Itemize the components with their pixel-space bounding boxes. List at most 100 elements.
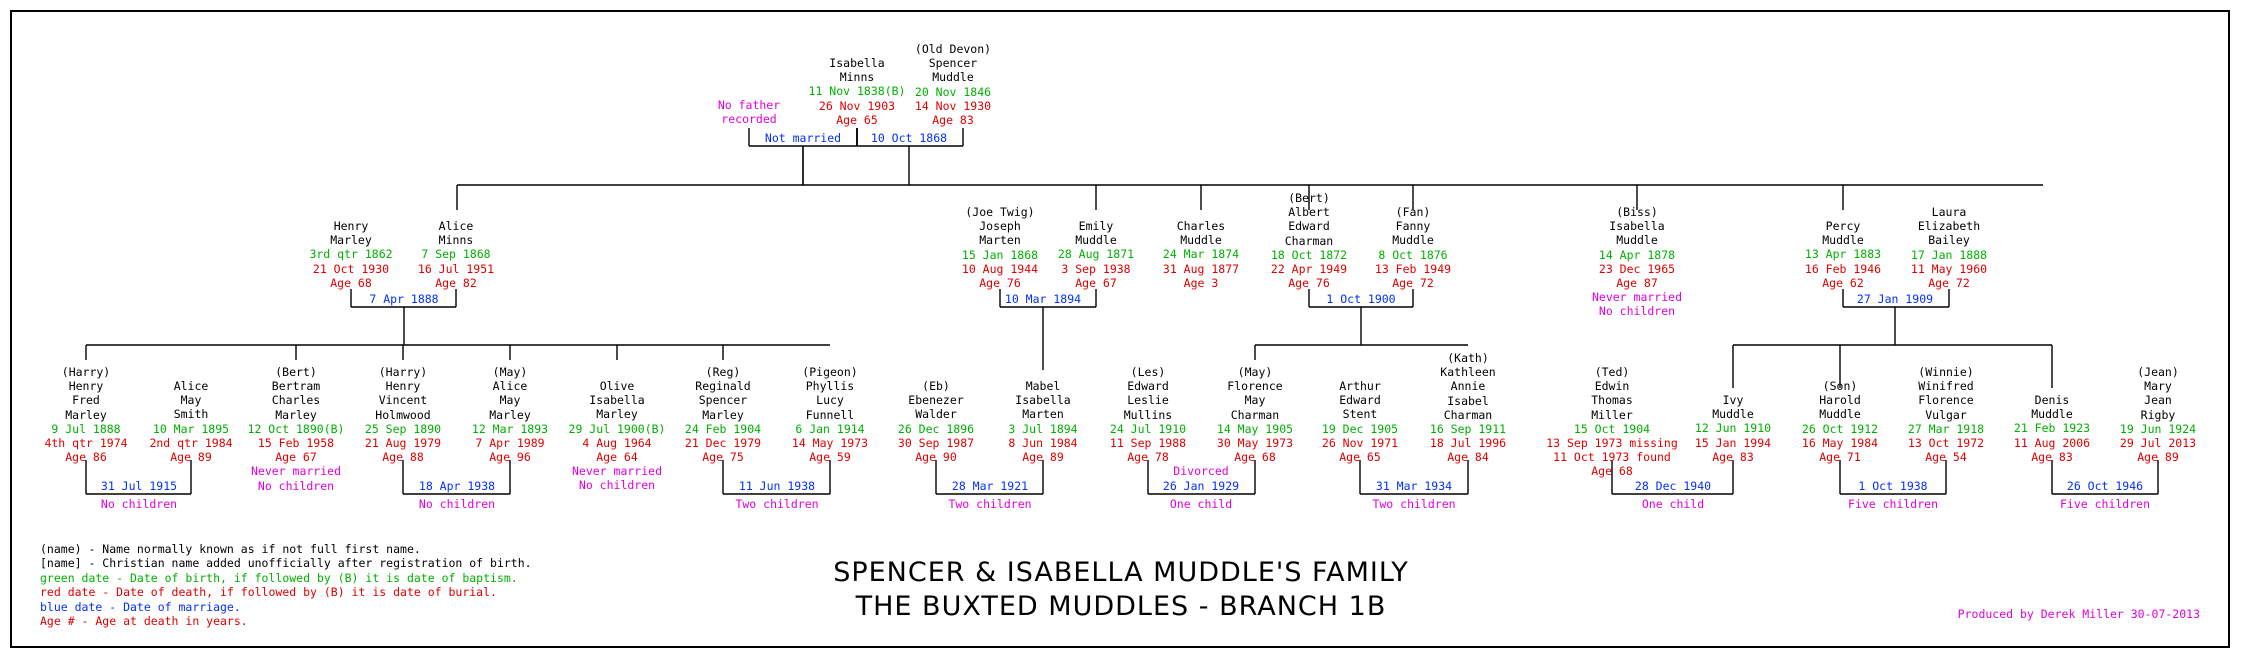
marriage-date: 18 Apr 1938 (418, 479, 496, 493)
person-name: Leslie (1127, 393, 1169, 408)
family-note-line: Two children (1372, 497, 1456, 511)
person-name: Olive (599, 379, 635, 393)
person-name: Marley (275, 407, 317, 422)
legend-item: green date - Date of birth, if followed … (40, 570, 518, 585)
death-date: 30 Sep 1987 (897, 435, 975, 450)
age-at-death: Age 76 (979, 276, 1021, 291)
family-note-line: No children (100, 497, 178, 511)
person-name: Muddle (1819, 407, 1861, 422)
person-name: (Pigeon) (802, 365, 858, 379)
age-at-death: Age 68 (330, 275, 372, 290)
legend-item: red date - Date of death, if followed by… (40, 585, 497, 600)
person-name: Emily (1078, 219, 1114, 233)
family-note-line: Five children (2059, 497, 2151, 511)
person-name: Florence (1918, 393, 1974, 408)
person-name: Harold (1819, 393, 1861, 408)
chart-border (10, 10, 2230, 648)
person-name: Muddle (2031, 407, 2073, 422)
death-date: 3 Sep 1938 (1061, 261, 1131, 276)
marriage-date: 1 Oct 1938 (1858, 479, 1928, 493)
legend-item: blue date - Date of marriage. (40, 599, 241, 614)
person-name: Smith (173, 407, 209, 422)
birth-date: 19 Dec 1905 (1321, 421, 1399, 436)
marriage-date: Not married (764, 131, 842, 145)
person-name: Muddle (1616, 233, 1658, 248)
person-name: Charman (1230, 407, 1280, 422)
person-name: Florence (1227, 379, 1283, 394)
marriage-date: 28 Mar 1921 (951, 479, 1029, 493)
person-name: (Harry) (378, 365, 428, 379)
birth-date: 3 Jul 1894 (1008, 421, 1078, 436)
death-date: 21 Aug 1979 (364, 436, 442, 451)
family-note-line: Five children (1847, 497, 1939, 511)
person-name: (Bert) (1288, 191, 1330, 205)
person-name: Edwin (1594, 379, 1630, 394)
birth-date: 21 Feb 1923 (2013, 421, 2091, 436)
person-name: Edward (1339, 393, 1381, 408)
person-name: Joseph (979, 219, 1021, 234)
person-note: Never married (250, 464, 341, 479)
death-date: 8 Jun 1984 (1008, 435, 1078, 450)
birth-date: 12 Jun 1910 (1694, 421, 1772, 436)
birth-date: 13 Apr 1883 (1804, 247, 1882, 262)
birth-date: 8 Oct 1876 (1378, 247, 1448, 262)
family-note-line: No children (418, 497, 496, 511)
age-at-death: Age 84 (1447, 450, 1489, 465)
family-note: Five children (1848, 497, 1938, 511)
age-at-death: Age 83 (932, 113, 974, 128)
person-name: Charman (1284, 233, 1334, 248)
person-name: Henry (385, 379, 421, 394)
person-name: Alice (173, 379, 209, 393)
birth-date: 14 Apr 1878 (1598, 247, 1676, 262)
age-at-death: Age 90 (915, 450, 957, 465)
birth-date: 12 Oct 1890(B) (247, 421, 345, 436)
age-at-death: Age 83 (1712, 449, 1754, 464)
person-name: Marley (702, 407, 744, 422)
person-name: Reginald (695, 379, 751, 394)
person-name: May (180, 393, 202, 408)
family-note: Two children (735, 497, 818, 511)
age-at-death: Age 68 (1234, 450, 1276, 465)
birth-date: 11 Nov 1838(B) (808, 84, 906, 99)
person-name: Denis (2034, 393, 2070, 407)
birth-date: 29 Jul 1900(B) (568, 421, 666, 436)
person-name: (Reg) (705, 365, 741, 379)
person-name: (Joe Twig) (965, 205, 1035, 219)
person-name: Rigby (2140, 407, 2176, 422)
person-name: Muddle (1822, 233, 1864, 248)
person-name: (Son) (1822, 379, 1858, 393)
death-date: 13 Oct 1972 (1907, 436, 1985, 451)
person-name: Isabella (829, 56, 885, 70)
person-name: (May) (492, 365, 528, 379)
death-date: 16 May 1984 (1801, 435, 1879, 450)
age-at-death: Age 71 (1819, 450, 1861, 465)
death-date: 15 Feb 1958 (257, 436, 335, 451)
death-date: 14 May 1973 (791, 436, 869, 451)
person-name: (Kath) (1447, 351, 1489, 365)
death-date: 18 Jul 1996 (1429, 436, 1507, 451)
person-name: Ivy (1722, 393, 1744, 407)
person-name: May (1244, 393, 1266, 408)
legend-item: [name] - Christian name added unofficial… (40, 556, 532, 571)
marriage-date: 10 Mar 1894 (1004, 292, 1082, 306)
person-name: Arthur (1339, 379, 1381, 393)
person-name: Isabella (1609, 219, 1665, 234)
death-date: 14 Nov 1930 (914, 98, 992, 113)
person-name: Lucy (816, 393, 844, 408)
person-note: Never married (1591, 290, 1683, 305)
birth-date: 9 Jul 1888 (51, 421, 121, 436)
person-name: Alice (492, 379, 528, 394)
marriage-date: 26 Jan 1929 (1162, 479, 1240, 493)
age-at-death: Age 88 (382, 450, 424, 465)
marriage-date: 1 Oct 1900 (1326, 292, 1396, 306)
birth-date: 7 Sep 1868 (421, 247, 491, 262)
age-at-death: Age 72 (1928, 276, 1970, 291)
birth-date: 25 Sep 1890 (364, 421, 442, 436)
birth-date: 17 Jan 1888 (1910, 247, 1988, 262)
